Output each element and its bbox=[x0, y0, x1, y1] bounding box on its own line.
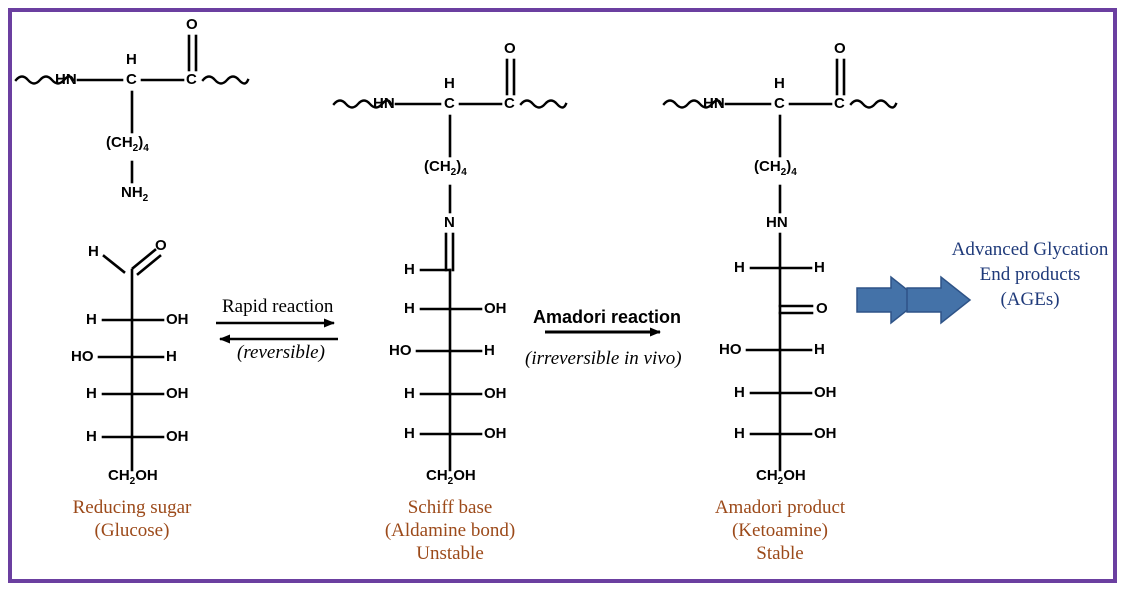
atom-n-imine-col2: N bbox=[444, 214, 455, 231]
ch2-4-count: 4 bbox=[143, 143, 149, 154]
schiff-r3-left: H bbox=[404, 385, 415, 402]
atom-h-alpha-col3: H bbox=[774, 75, 785, 92]
glucose-r2-left: HO bbox=[71, 348, 94, 365]
group-ch2-4-col2: (CH2)4 bbox=[424, 158, 467, 178]
amadori-r3-left: H bbox=[734, 425, 745, 442]
glucose-r3-right: OH bbox=[166, 385, 189, 402]
ages-line-1: Advanced Glycation bbox=[951, 239, 1109, 260]
blue-block-arrows bbox=[856, 275, 972, 325]
caption-stage-3: Amadori product (Ketoamine) Stable bbox=[680, 496, 880, 565]
schiff-r4-left: H bbox=[404, 425, 415, 442]
atom-o-carbonyl-col3: O bbox=[834, 40, 846, 57]
schiff-ch2oh: CH2OH bbox=[426, 467, 476, 487]
amadori-r3-right: OH bbox=[814, 425, 837, 442]
reaction-2-label-top: Amadori reaction bbox=[533, 307, 682, 327]
ages-line-2: End products bbox=[979, 264, 1081, 285]
caption-3-line-1: Amadori product bbox=[714, 497, 846, 518]
amadori-r1-right: H bbox=[814, 341, 825, 358]
amadori-r2-left: H bbox=[734, 384, 745, 401]
reaction-1-label-top: Rapid reaction bbox=[222, 296, 334, 317]
atom-c-carbonyl-col1: C bbox=[186, 71, 197, 88]
glucose-r4-right: OH bbox=[166, 428, 189, 445]
caption-3-line-2: (Ketoamine) bbox=[731, 520, 828, 541]
glucose-r1-left: H bbox=[86, 311, 97, 328]
glucose-ch2oh-col1: CH2OH bbox=[108, 467, 158, 487]
group-nh2-col1: NH2 bbox=[121, 184, 148, 204]
amadori-ch2oh: CH2OH bbox=[756, 467, 806, 487]
glucose-r3-left: H bbox=[86, 385, 97, 402]
atom-hn-col3: HN bbox=[703, 95, 725, 112]
caption-1-line-2: (Glucose) bbox=[94, 520, 170, 541]
ch2-4-main: (CH bbox=[106, 134, 133, 151]
caption-3-line-3: Stable bbox=[756, 543, 804, 564]
atom-h-aldehyde-col1: H bbox=[88, 243, 99, 260]
schiff-h-imine: H bbox=[404, 261, 415, 278]
caption-stage-1: Reducing sugar (Glucose) bbox=[32, 496, 232, 542]
amadori-ch2-right-h: H bbox=[814, 259, 825, 276]
caption-2-line-3: Unstable bbox=[416, 543, 484, 564]
atom-c-alpha-col2: C bbox=[444, 95, 455, 112]
nh2-sub: 2 bbox=[142, 193, 149, 204]
group-ch2-4-col3: (CH2)4 bbox=[754, 158, 797, 178]
ch2-4-tail: ) bbox=[138, 134, 144, 151]
ages-product-label: Advanced Glycation End products (AGEs) bbox=[940, 237, 1120, 312]
atom-o-aldehyde-col1: O bbox=[155, 237, 167, 254]
group-ch2-4-col1: (CH2)4 bbox=[106, 134, 149, 154]
atom-c-alpha-col1: C bbox=[126, 71, 137, 88]
schiff-r2-left: HO bbox=[389, 342, 412, 359]
amadori-ketone-o: O bbox=[816, 300, 828, 317]
atom-o-carbonyl-col1: O bbox=[186, 16, 198, 33]
ch2oh-sub: 2 bbox=[129, 476, 136, 487]
atom-hn-amine-col3: HN bbox=[766, 214, 788, 231]
caption-2-line-1: Schiff base bbox=[407, 497, 493, 518]
amadori-r2-right: OH bbox=[814, 384, 837, 401]
ch2-4-sub: 2 bbox=[132, 143, 139, 154]
ch2oh-tail: OH bbox=[135, 467, 158, 484]
schiff-r4-right: OH bbox=[484, 425, 507, 442]
atom-c-carbonyl-col3: C bbox=[834, 95, 845, 112]
atom-c-alpha-col3: C bbox=[774, 95, 785, 112]
amadori-r1-left: HO bbox=[719, 341, 742, 358]
reaction-2-label-bottom: (irreversible in vivo) bbox=[525, 348, 682, 369]
amadori-ch2-left-h: H bbox=[734, 259, 745, 276]
atom-hn-col1: HN bbox=[55, 71, 77, 88]
glucose-r1-right: OH bbox=[166, 311, 189, 328]
caption-stage-2: Schiff base (Aldamine bond) Unstable bbox=[350, 496, 550, 565]
atom-hn-col2: HN bbox=[373, 95, 395, 112]
nh2-main: NH bbox=[121, 184, 143, 201]
schiff-r3-right: OH bbox=[484, 385, 507, 402]
atom-h-alpha-col2: H bbox=[444, 75, 455, 92]
ages-line-3: (AGEs) bbox=[1000, 289, 1060, 310]
atom-h-alpha-col1: H bbox=[126, 51, 137, 68]
caption-1-line-1: Reducing sugar bbox=[72, 497, 192, 518]
glucose-r4-left: H bbox=[86, 428, 97, 445]
schiff-r2-right: H bbox=[484, 342, 495, 359]
equilibrium-arrow-1 bbox=[216, 318, 338, 344]
reaction-1-label-bottom: (reversible) bbox=[237, 342, 325, 363]
schiff-r1-right: OH bbox=[484, 300, 507, 317]
schiff-r1-left: H bbox=[404, 300, 415, 317]
atom-c-carbonyl-col2: C bbox=[504, 95, 515, 112]
ch2oh-main: CH bbox=[108, 467, 130, 484]
atom-o-carbonyl-col2: O bbox=[504, 40, 516, 57]
caption-2-line-2: (Aldamine bond) bbox=[384, 520, 516, 541]
glucose-r2-right: H bbox=[166, 348, 177, 365]
